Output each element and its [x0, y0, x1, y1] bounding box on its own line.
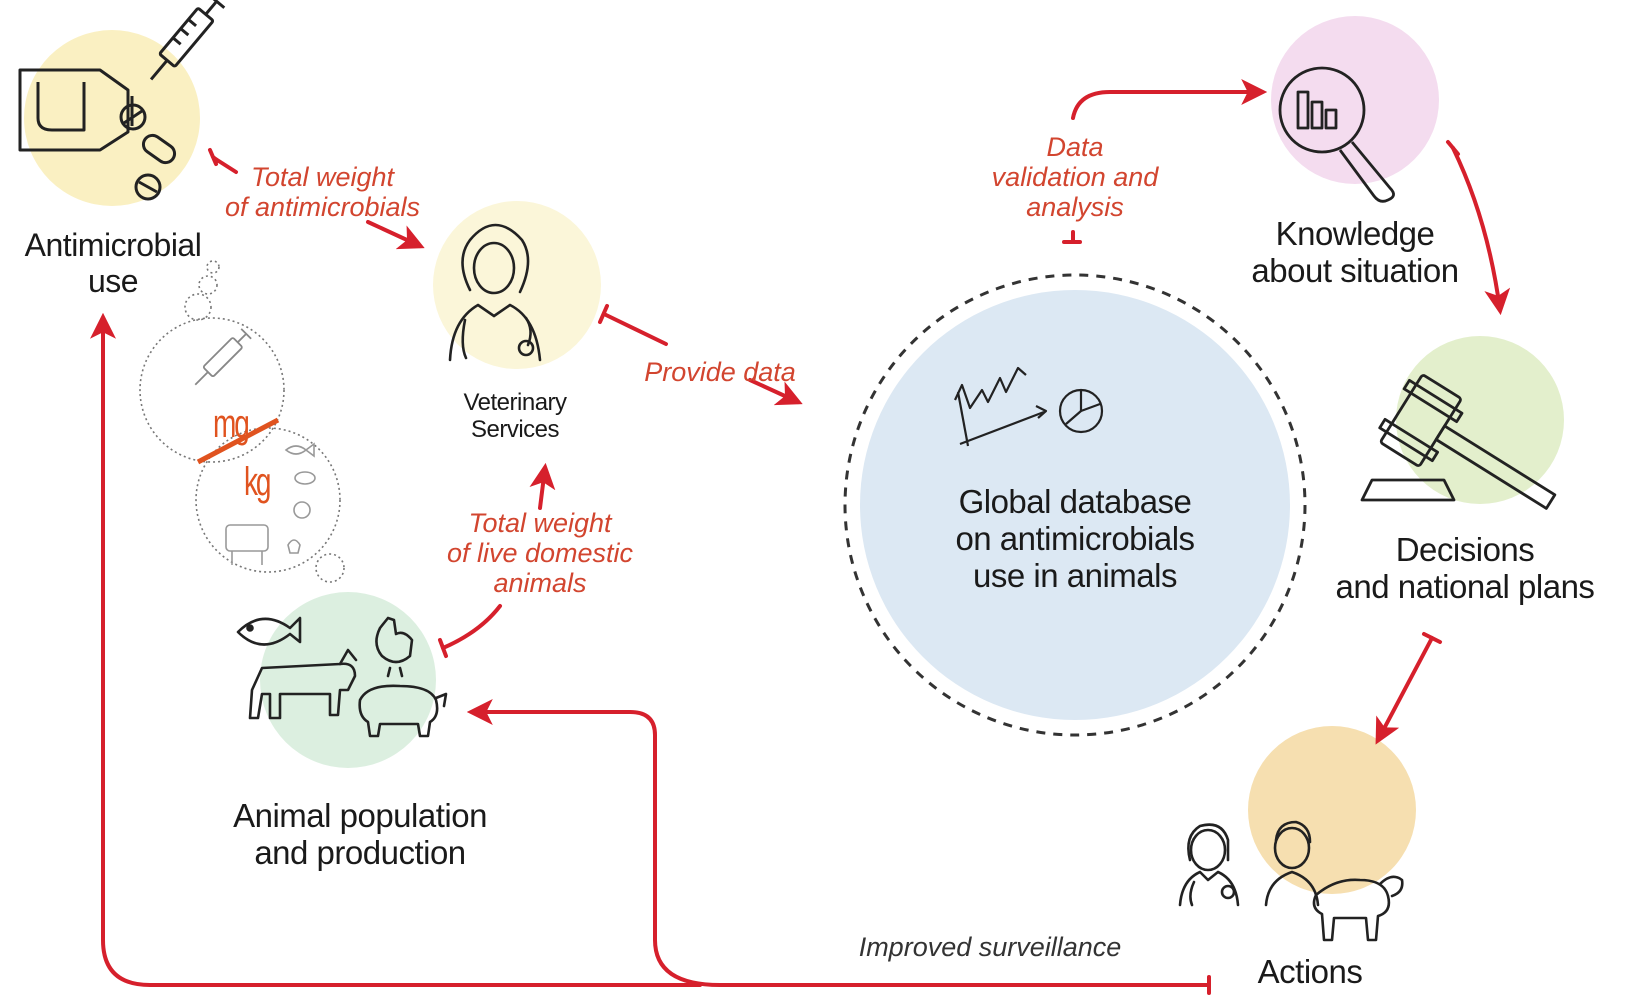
- improved-surveillance-line-1: Improved surveillance: [858, 932, 1122, 962]
- decisions-to-actions-arrow: [1375, 636, 1434, 745]
- ratio-divider: [196, 417, 280, 465]
- antimicrobial-use-line-1: Antimicrobial: [24, 227, 202, 263]
- veterinary-circle: [433, 201, 601, 369]
- actions-line-1: Actions: [1257, 953, 1363, 990]
- knowledge-line-1: Knowledge: [1275, 215, 1435, 252]
- gavel-icon: [1360, 374, 1557, 510]
- decisions-line-1: Decisions: [1395, 531, 1535, 568]
- global-database-line-2: on antimicrobials: [955, 519, 1195, 557]
- decisions-circle: [1396, 336, 1564, 504]
- antimicrobial-use-label: Antimicrobial use: [8, 227, 218, 300]
- database-dashed-ring: [843, 273, 1307, 737]
- ratio-numerator: mg: [213, 402, 250, 446]
- total-weight-animals-line-1: Total weight: [468, 508, 612, 538]
- global-database-line-3: use in animals: [973, 556, 1177, 594]
- data-validation-line-1: Data: [1046, 132, 1104, 162]
- actions-label: Actions: [1230, 953, 1390, 991]
- global-database-line-1: Global database: [958, 483, 1192, 520]
- actions-circle: [1248, 726, 1416, 894]
- animal-population-line-2: and production: [254, 833, 466, 871]
- small-animals-icon: [225, 442, 316, 565]
- veterinary-services-line-1: Veterinary: [463, 389, 567, 416]
- animal-population-circle: [260, 592, 436, 768]
- data-validation-line-3: analysis: [1026, 192, 1124, 223]
- knowledge-line-2: about situation: [1251, 251, 1459, 289]
- db-to-knowledge-arrow: [1071, 92, 1262, 244]
- decisions-line-2: and national plans: [1335, 567, 1595, 605]
- veterinarian-icon: [448, 223, 542, 362]
- total-weight-antimicrobials-label: Total weight of antimicrobials: [210, 162, 435, 222]
- vial-syringe-pills-icon: [18, 0, 226, 201]
- flow-arrows: [90, 92, 1511, 995]
- livestock-icon: [236, 616, 448, 738]
- data-validation-label: Data validation and analysis: [970, 132, 1180, 223]
- mg-per-kg-bubbles: [139, 260, 345, 583]
- vet-to-db-arrow: [602, 312, 798, 402]
- animals-to-vet-arrow: [441, 468, 545, 650]
- knowledge-label: Knowledge about situation: [1220, 215, 1490, 290]
- total-weight-animals-line-2: of live domestic: [446, 538, 634, 569]
- total-weight-antimicrobials-line-2: of antimicrobials: [224, 192, 421, 223]
- antimicrobial-use-circle: [24, 30, 200, 206]
- decisions-label: Decisions and national plans: [1310, 531, 1620, 606]
- data-validation-line-2: validation and: [991, 162, 1159, 193]
- small-syringe-icon: [194, 328, 252, 386]
- charts-icon: [954, 366, 1104, 447]
- provide-data-label: Provide data: [630, 357, 810, 387]
- animal-population-line-1: Animal population: [233, 797, 487, 834]
- improved-surveillance-label: Improved surveillance: [840, 932, 1140, 962]
- antimicrobial-use-line-2: use: [87, 262, 139, 299]
- amu-to-vet-arrow: [212, 156, 420, 246]
- total-weight-animals-line-3: animals: [493, 568, 587, 599]
- actions-to-amu-arrow: [90, 312, 702, 987]
- animal-population-label: Animal population and production: [205, 797, 515, 872]
- knowledge-to-decisions-arrow: [1451, 146, 1511, 316]
- total-weight-antimicrobials-line-1: Total weight: [250, 162, 395, 192]
- veterinary-services-line-2: Services: [470, 415, 560, 443]
- actions-to-animals-arrow: [466, 699, 1211, 987]
- global-database-label: Global database on antimicrobials use in…: [905, 483, 1245, 595]
- people-sheep-icon: [1178, 820, 1404, 942]
- total-weight-animals-label: Total weight of live domestic animals: [420, 508, 660, 599]
- veterinary-services-label: Veterinary Services: [430, 389, 600, 444]
- provide-data-line-1: Provide data: [644, 357, 796, 387]
- ratio-denominator: kg: [244, 460, 271, 504]
- knowledge-circle: [1271, 16, 1439, 184]
